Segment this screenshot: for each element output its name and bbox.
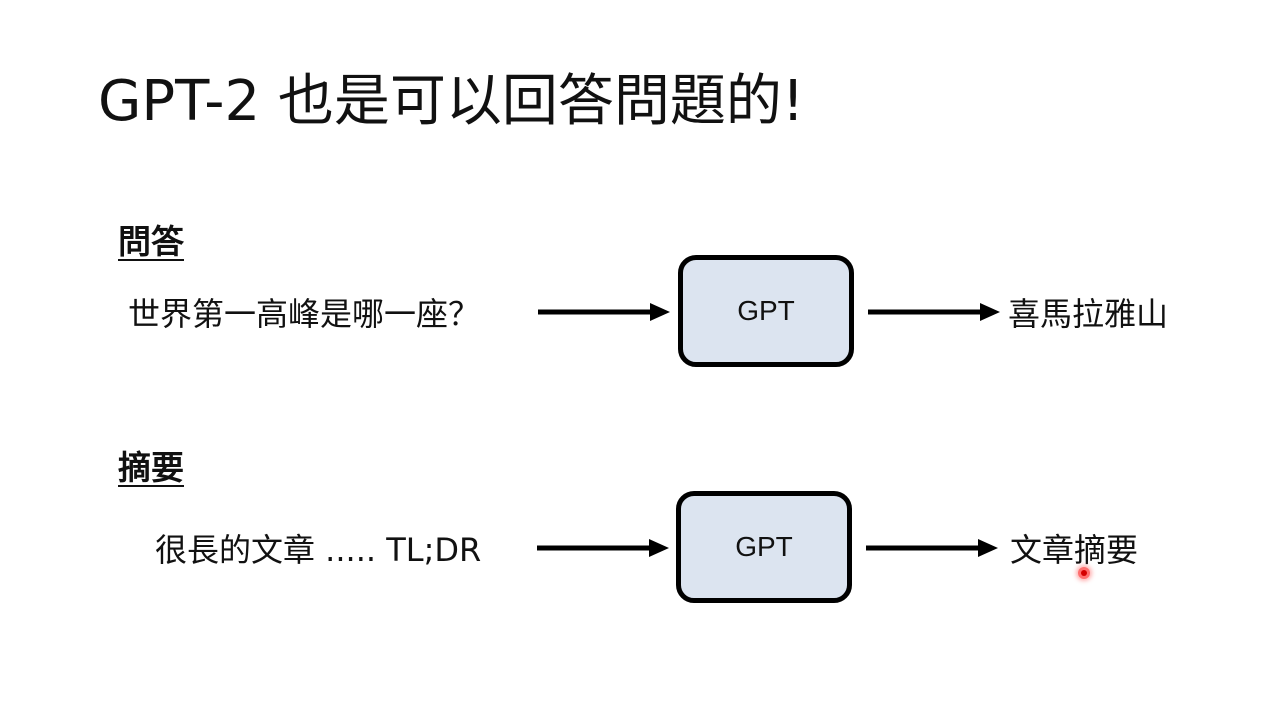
summary-output-arrow <box>866 539 998 557</box>
qa-input-arrow <box>538 303 670 321</box>
qa-output-text: 喜馬拉雅山 <box>1008 295 1169 333</box>
summary-gpt-label: GPT <box>735 531 793 562</box>
laser-pointer-dot <box>1078 567 1090 579</box>
qa-section-label: 問答 <box>118 222 184 261</box>
summary-section-label: 摘要 <box>118 448 184 487</box>
summary-input-text: 很長的文章 ..... TL;DR <box>155 531 482 569</box>
slide-title: GPT-2 也是可以回答問題的! <box>98 69 805 134</box>
qa-gpt-label: GPT <box>737 295 795 326</box>
qa-gpt-box: GPT <box>678 255 854 367</box>
summary-input-arrow <box>537 539 669 557</box>
summary-output-text: 文章摘要 <box>1010 531 1139 569</box>
qa-output-arrow <box>868 303 1000 321</box>
qa-input-text: 世界第一高峰是哪一座？ <box>128 295 481 333</box>
summary-gpt-box: GPT <box>676 491 852 603</box>
